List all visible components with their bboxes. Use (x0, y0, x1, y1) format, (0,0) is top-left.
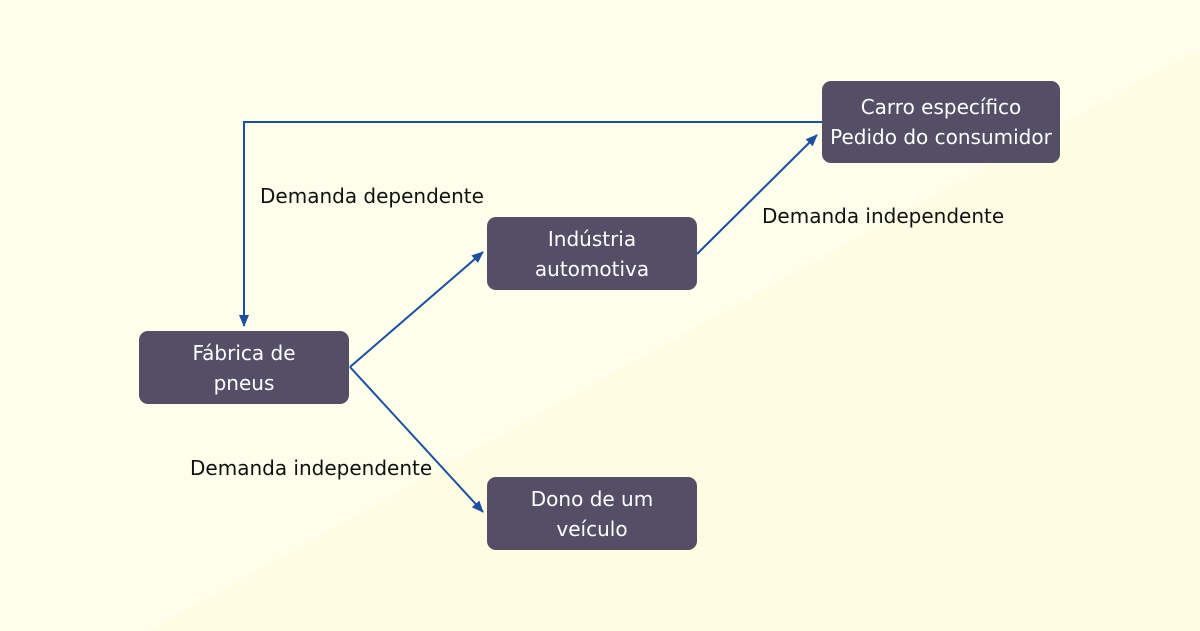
node-industria-automotiva: Indústria automotiva (487, 217, 697, 290)
node-fabrica-line-2: pneus (213, 370, 275, 395)
node-fabrica-line-1: Fábrica de (192, 340, 296, 365)
node-dono-line-2: veículo (556, 516, 628, 541)
node-industria-line-2: automotiva (534, 256, 650, 281)
edge-label-demanda-dependente: Demanda dependente (260, 184, 484, 208)
arrow-carro-to-fabrica (239, 121, 822, 327)
edge-label-industria-carro: Demanda independente (762, 204, 1005, 228)
node-carro-especifico: Carro específico Pedido do consumidor (822, 81, 1060, 163)
node-dono-line-1: Dono de um (530, 486, 654, 511)
node-carro-line-1: Carro específico (860, 95, 1022, 119)
arrow-fabrica-to-dono (349, 366, 484, 513)
node-industria-line-1: Indústria (547, 226, 637, 251)
node-fabrica-de-pneus: Fábrica de pneus (139, 331, 349, 404)
edge-label-fabrica-dono: Demanda independente (190, 456, 433, 480)
node-carro-line-2: Pedido do consumidor (830, 125, 1052, 149)
node-dono-de-um-veiculo: Dono de um veículo (487, 477, 697, 550)
arrow-fabrica-to-industria (349, 251, 484, 368)
arrow-industria-to-carro (696, 134, 818, 255)
